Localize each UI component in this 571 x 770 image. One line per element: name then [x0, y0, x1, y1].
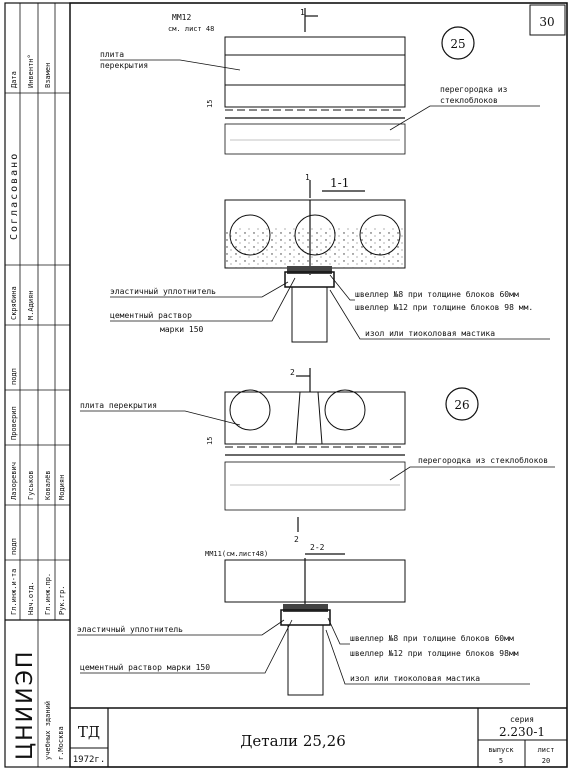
doc-code: ТД	[78, 723, 100, 741]
izol-label-2: изол или тиоколовая мастика	[350, 674, 480, 683]
role-label: Гл.инж.и-та	[10, 569, 18, 615]
hollow-core	[229, 214, 271, 256]
wall-label-2: стеклоблоков	[440, 95, 498, 105]
role-label: Рук.гр.	[58, 585, 66, 615]
hollow-core	[359, 214, 401, 256]
seal-label-2: эластичный уплотнитель	[77, 625, 183, 634]
dim-15: 15	[206, 100, 214, 108]
name-label: Ковалёв	[44, 470, 52, 500]
role-label: Нач.отд.	[27, 581, 35, 615]
role-label: Проверил	[10, 406, 18, 440]
hollow-core	[294, 214, 336, 256]
name-label: М.Адиян	[27, 290, 35, 320]
channel-profile-2	[283, 604, 328, 612]
slab-label-2: перекрытия	[100, 61, 148, 70]
channel-profile	[287, 266, 332, 274]
section-mark-2: 2	[290, 368, 295, 377]
mortar-label-2: марки 150	[160, 325, 204, 334]
wall-label-26: перегородка из стеклоблоков	[418, 455, 548, 465]
podp-label: подп	[10, 538, 18, 555]
section-1-1: 1 1-1 эластичный уплотнитель цементный р…	[110, 173, 550, 343]
doc-title: Детали 25,26	[240, 732, 346, 750]
slab-top-layer	[224, 36, 406, 56]
issue-label: выпуск	[488, 746, 514, 754]
sheet-number-box	[529, 4, 566, 36]
inner-frame	[69, 2, 568, 768]
hollow-core	[229, 389, 271, 431]
glass-block-wall-section-2	[287, 624, 324, 696]
glass-block-wall-26	[224, 461, 406, 511]
date-label: Дата	[10, 71, 18, 88]
role-label: Скрябина	[10, 286, 18, 320]
doc-year: 1972г.	[73, 755, 106, 765]
podp-label: подп	[10, 368, 18, 385]
section-2-2: 2 ММ11(см.лист48) 2-2 эластичный уплотни…	[77, 517, 530, 696]
inv-label: Инвентн°	[27, 54, 35, 88]
mark-mm12: ММ12	[172, 13, 191, 22]
agreed-label: Согласовано	[9, 152, 20, 240]
name-label: Гуськов	[27, 470, 35, 500]
izol-label: изол или тиоколовая мастика	[365, 329, 495, 338]
hollow-core	[324, 389, 366, 431]
slab-2-2	[224, 559, 406, 603]
callout-26: 26	[454, 398, 469, 412]
side-stamp: Дата Инвентн° Взамен Согласовано Скрябин…	[5, 3, 70, 767]
slab-label-26: плита перекрытия	[80, 401, 157, 410]
section-title-1-1: 1-1	[330, 176, 349, 190]
detail-25: 1 ММ12 см. лист 48 25 плита перекрытия 1…	[100, 8, 540, 155]
dim-15-26: 15	[206, 437, 214, 445]
replace-label: Взамен	[44, 63, 52, 88]
detail-26: 2 26 плита перекрытия 15 перегородка из …	[80, 368, 555, 511]
glass-block-wall-section	[291, 286, 328, 343]
title-block: ТД 1972г. Детали 25,26 серия 2.230-1 вып…	[70, 707, 567, 767]
channel12-label: швеллер №12 при толщине блоков 98 мм.	[355, 302, 533, 312]
callout-25-circle	[441, 26, 475, 60]
slab-label-1: плита	[100, 50, 124, 59]
org-name: ЦНИИЭП	[13, 650, 38, 760]
channel12-label-2: швеллер №12 при толщине блоков 98мм	[350, 648, 519, 658]
callout-25: 25	[450, 37, 465, 51]
series-value: 2.230-1	[499, 725, 545, 739]
mark-ref-mm11: ММ11(см.лист48)	[205, 550, 268, 558]
org-sub1: учебных зданий	[44, 701, 52, 760]
sheet-label: лист	[538, 746, 555, 754]
issue-value: 5	[499, 757, 503, 765]
mortar-label-1: цементный раствор	[110, 311, 192, 320]
name-label: Лазоревич	[10, 462, 18, 500]
series-label: серия	[510, 715, 534, 724]
section-mark-1: 1	[300, 8, 305, 17]
glass-block-wall	[224, 123, 406, 155]
callout-26-circle	[445, 387, 479, 421]
channel8-label: швеллер №8 при толщине блоков 60мм	[355, 289, 519, 299]
slab-bottom-layer	[224, 84, 406, 108]
name-label: Модиян	[58, 475, 66, 500]
sheet-value: 20	[542, 757, 550, 765]
wall-label-1: перегородка из	[440, 85, 508, 94]
slab-hatched	[224, 54, 406, 86]
mark-ref: см. лист 48	[168, 25, 214, 33]
seal-label: эластичный уплотнитель	[110, 287, 216, 296]
role-label: Гл.инж.пр.	[44, 573, 52, 615]
org-sub2: г.Москва	[57, 726, 65, 760]
sheet-number-top: 30	[539, 15, 554, 29]
cut-mark-2: 2	[294, 535, 299, 544]
channel8-label-2: швеллер №8 при толщине блоков 60мм	[350, 633, 514, 643]
section-title-2-2: 2-2	[310, 543, 325, 552]
slab-26	[224, 391, 406, 445]
mortar-label-22: цементный раствор марки 150	[80, 663, 210, 672]
cut-mark-1: 1	[305, 173, 310, 182]
